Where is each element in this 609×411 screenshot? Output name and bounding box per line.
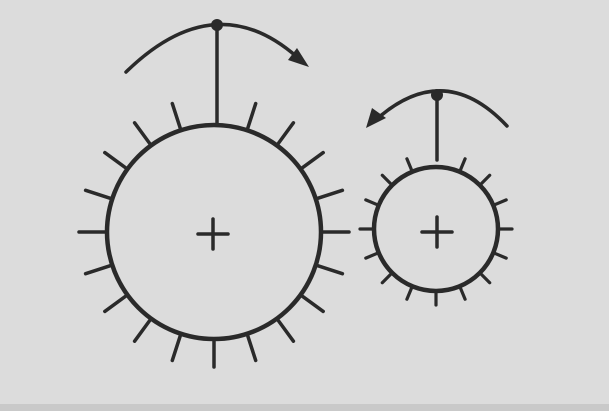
- small-gear-tick: [491, 198, 508, 207]
- small-gear-tick: [380, 271, 394, 285]
- large-gear-ticks: [77, 101, 351, 369]
- large-gear-tick: [275, 121, 296, 148]
- small-gear-ticks: [358, 157, 514, 307]
- small-gear-tick: [364, 198, 381, 207]
- large-gear-tick: [314, 188, 345, 201]
- small-gear-tick: [478, 271, 492, 285]
- large-gear-tick: [132, 121, 153, 148]
- large-gear-tick: [170, 332, 183, 363]
- large-gear-tick: [103, 150, 130, 171]
- small-gear-tick: [458, 284, 467, 301]
- large-gear: [77, 19, 351, 369]
- large-gear-tick: [298, 293, 325, 314]
- small-gear-tick: [458, 157, 467, 174]
- small-gear-tick: [478, 173, 492, 187]
- small-gear-tick: [405, 157, 414, 174]
- large-gear-tick: [83, 188, 114, 201]
- large-gear-center-cross-icon: [196, 217, 230, 251]
- large-gear-tick: [275, 316, 296, 343]
- small-gear-tick: [405, 284, 414, 301]
- large-gear-tick: [298, 150, 325, 171]
- large-gear-rotation-arrow-icon: [124, 22, 299, 74]
- small-gear-arrowhead-icon: [366, 108, 386, 128]
- large-gear-arrowhead-icon: [288, 48, 309, 67]
- small-gear-tick: [491, 251, 508, 260]
- large-gear-tick: [314, 263, 345, 276]
- large-gear-tick: [245, 101, 258, 132]
- large-gear-tick: [83, 263, 114, 276]
- bottom-edge-shadow: [0, 404, 609, 411]
- large-gear-tick: [132, 316, 153, 343]
- small-gear: [358, 89, 514, 307]
- large-gear-tick: [245, 332, 258, 363]
- small-gear-rotation-arrow-icon: [376, 89, 509, 128]
- small-gear-tick: [380, 173, 394, 187]
- large-gear-tick: [103, 293, 130, 314]
- small-gear-center-cross-icon: [420, 215, 454, 249]
- small-gear-tick: [364, 251, 381, 260]
- large-gear-tick: [170, 101, 183, 132]
